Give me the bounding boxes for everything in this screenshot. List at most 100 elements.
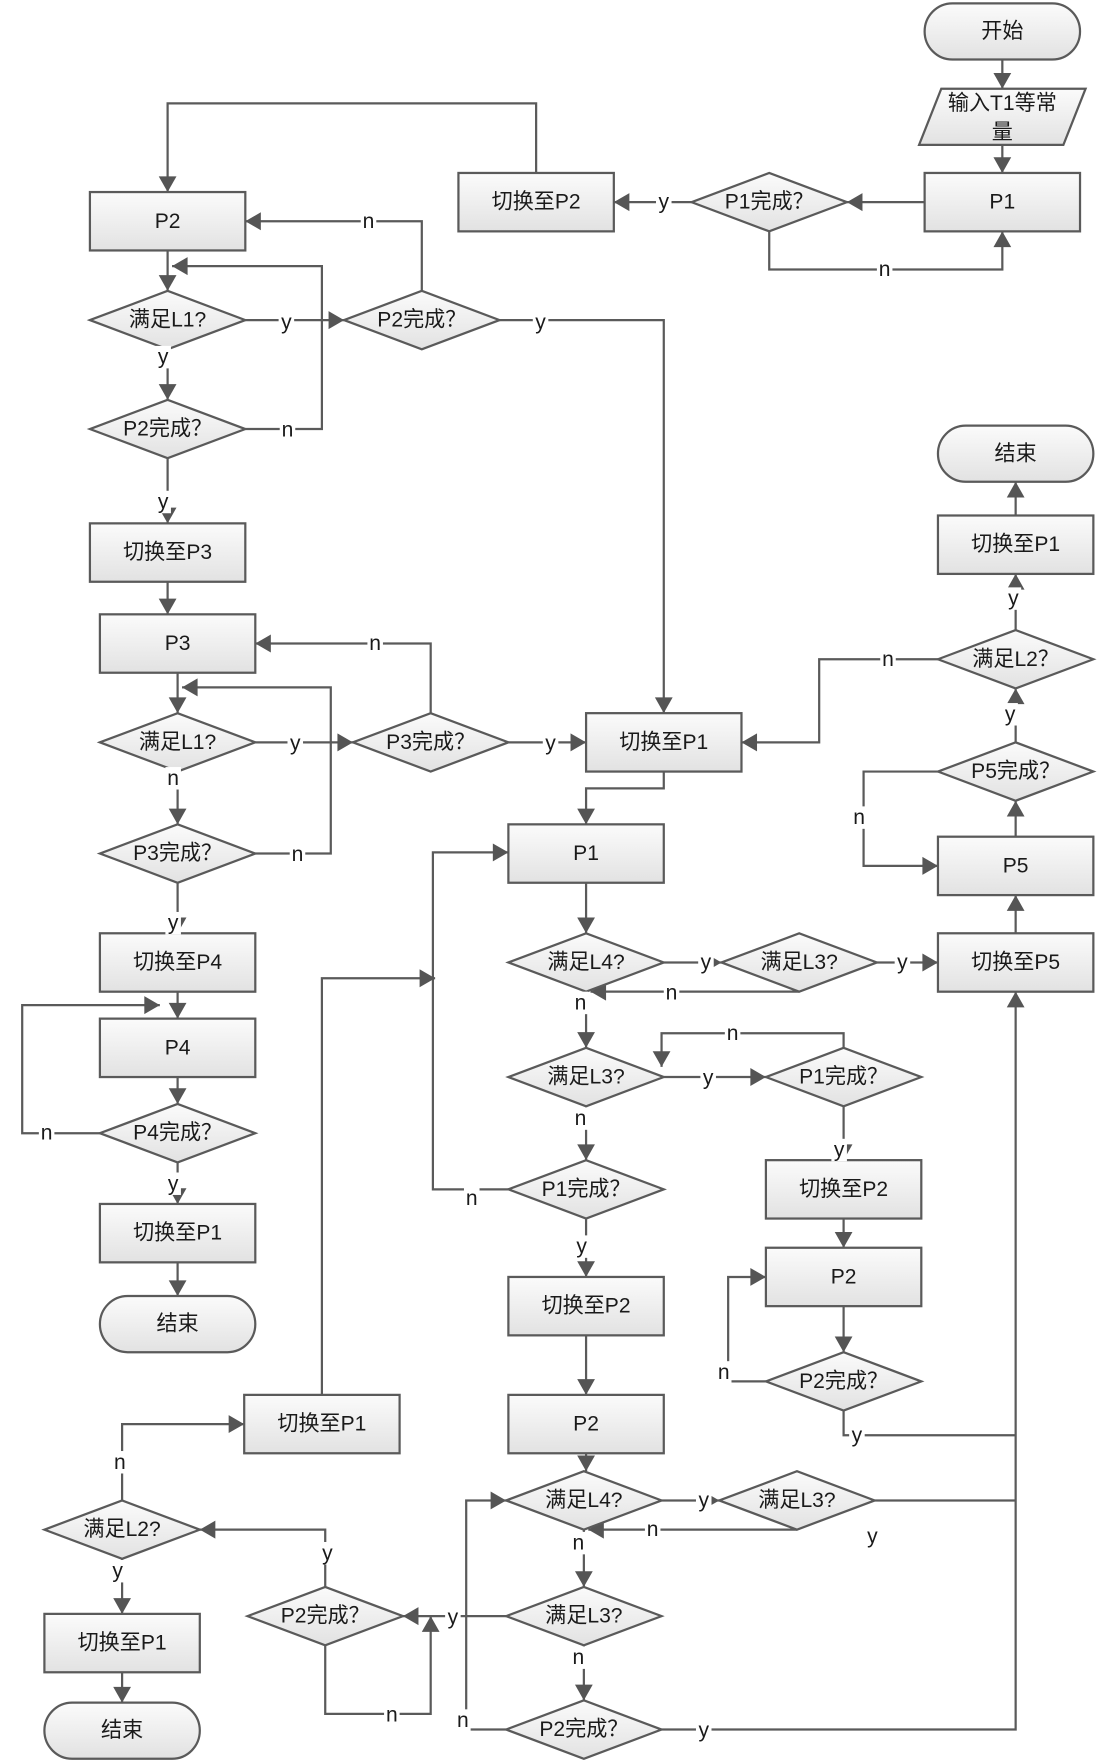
arrowhead [492,843,509,862]
no-label: n [879,258,891,281]
arrowhead [168,1002,187,1019]
node-label: 结束 [157,1312,199,1336]
arrowhead [113,1598,131,1614]
connector [182,686,332,855]
no-label: n [167,767,179,790]
no-label: n [647,1518,659,1541]
yes-label: y [535,311,546,334]
node-label: P2完成？ [799,1369,888,1393]
arrowhead [255,634,271,653]
node-label: P1 [573,842,599,865]
node-d-l4-b: 满足L4? [502,1470,665,1531]
arrowhead [574,1684,593,1701]
node-label: P4完成？ [133,1121,222,1145]
node-sw-p2-top: 切换至P2 [457,171,615,233]
node-p2-b: P2 [507,1393,665,1455]
node-sw-p2-c: 切换至P2 [764,1159,923,1220]
arrowhead [834,1232,853,1248]
node-label: 切换至P1 [78,1631,167,1655]
node-d-p3done-b: P3完成？ [349,711,512,773]
yes-label: y [168,1172,179,1195]
connector [431,851,509,1191]
node-label: P2 [831,1265,857,1288]
connector [842,1410,1016,1437]
arrowhead [158,275,177,291]
node-d-l3-d: 满足L3? [502,1585,665,1647]
arrowhead [158,176,177,193]
arrowhead [421,1616,440,1632]
yes-label: y [698,1719,709,1742]
arrowhead [168,1280,187,1297]
no-label: n [363,210,375,233]
yes-label: y [545,732,556,755]
yes-label: y [701,951,712,974]
yes-label: y [322,1542,333,1565]
node-label: 满足L3? [758,1488,835,1512]
node-sw-p5: 切换至P5 [936,932,1095,993]
node-label: 满足L4? [545,1488,622,1512]
node-p4: P4 [98,1017,257,1079]
arrowhead [741,733,758,752]
node-label: P5完成？ [971,759,1060,783]
connector [741,658,938,744]
arrowhead [577,808,595,825]
node-d-p2done-a2: P2完成？ [86,398,249,460]
connector [255,642,432,714]
node-d-l4-a: 满足L4? [505,932,667,993]
connector [21,1004,160,1135]
arrowhead [652,1051,671,1067]
arrowhead [577,1144,595,1161]
node-label: 满足L1? [129,308,206,332]
yes-label: y [168,912,179,935]
connector [660,1032,845,1067]
yes-label: y [897,951,908,974]
node-sw-p1-c: 切换至P1 [43,1612,201,1674]
node-d-p2done-a: P2完成？ [340,289,503,351]
node-label: P2 [573,1413,599,1436]
node-label: P3完成？ [386,730,475,754]
node-p1-top: P1 [923,171,1082,233]
connector [727,1275,766,1383]
node-d-p1done-c: P1完成？ [762,1046,925,1108]
yes-label: y [852,1424,863,1447]
node-label: 满足L3? [547,1064,624,1088]
node-d-p1done-b: P1完成？ [505,1158,667,1220]
node-label: P1完成？ [725,190,814,214]
arrowhead [922,953,938,972]
arrowhead [577,1379,595,1395]
arrowhead [922,856,938,875]
arrowhead [419,969,436,988]
node-p2-a: P2 [88,190,247,252]
arrowhead [172,257,188,276]
no-label: n [882,648,894,671]
node-label: P5 [1003,854,1029,877]
node-label: 切换至P3 [123,540,212,564]
arrowhead [182,678,198,697]
arrowhead [158,384,177,400]
arrowhead [228,1415,245,1434]
node-label: 切换至P2 [492,190,581,214]
arrowhead [144,996,160,1015]
node-d-p1done-top: P1完成？ [688,171,851,233]
node-label: 满足L2? [83,1517,160,1541]
arrowhead [245,212,261,231]
no-label: n [666,981,678,1004]
yes-label: y [158,490,169,513]
arrowhead [846,193,863,212]
node-label: 切换至P1 [971,532,1060,556]
node-end-b: 结束 [43,1701,201,1760]
arrowhead [834,1336,853,1353]
no-label: n [292,843,304,866]
arrowhead [168,1088,187,1104]
yes-label: y [576,1235,587,1258]
connector [120,1422,245,1501]
node-label: P3 [165,632,191,655]
connector [166,102,538,193]
node-label: 切换至P1 [133,1221,222,1245]
node-sw-p4: 切换至P4 [98,932,257,993]
arrowhead [158,598,177,615]
connector [661,991,1017,1731]
node-label: 开始 [981,19,1023,43]
node-label: 切换至P1 [277,1412,366,1436]
